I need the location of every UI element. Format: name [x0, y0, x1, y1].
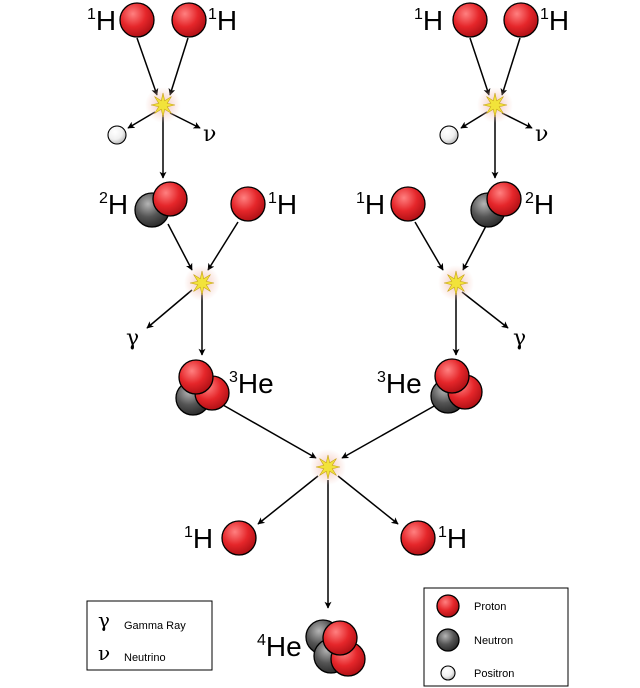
- legend-positron-label: Positron: [474, 668, 514, 680]
- proton: [503, 2, 539, 38]
- legend-positron-swatch: [440, 665, 456, 681]
- label-h1: 1H: [208, 5, 237, 36]
- gamma-symbol: γ: [513, 326, 526, 351]
- arrow-he3-left-to-fusion-5: [222, 404, 317, 459]
- label-h1: 1H: [414, 5, 443, 36]
- arrow-h1-to-fusion-4: [414, 221, 444, 271]
- proton: [322, 620, 358, 656]
- proton: [119, 2, 155, 38]
- neutrino-symbol: ν: [535, 122, 548, 147]
- fusion-flash: [438, 265, 474, 301]
- arrow-h1-to-fusion-2b: [500, 37, 521, 96]
- arrow-gamma-out-right: [461, 291, 509, 329]
- arrow-deuterium-to-fusion-4: [462, 223, 488, 271]
- arrow-deuterium-to-fusion-3: [167, 223, 193, 271]
- arrow-gamma-out-left: [146, 289, 193, 329]
- proton: [178, 359, 214, 395]
- reaction-arrows: [127, 37, 533, 609]
- label-h1: 1H: [184, 523, 213, 554]
- legend-neutrino-symbol: ν: [98, 641, 110, 665]
- legend-gamma-label: Gamma Ray: [124, 620, 186, 632]
- arrow-h1-out-right: [337, 475, 399, 525]
- arrow-he3-right-to-fusion-5: [341, 404, 437, 459]
- legend-proton-label: Proton: [474, 601, 506, 613]
- proton: [390, 186, 426, 222]
- arrow-h1-to-fusion-2: [469, 37, 491, 96]
- label-he3: 3He: [377, 368, 422, 399]
- proton: [221, 520, 257, 556]
- proton: [486, 181, 522, 217]
- legend-symbols-box: [86, 600, 213, 671]
- particles: [107, 2, 539, 677]
- legend-neutron-swatch: [436, 628, 460, 652]
- legend-symbols: γ Gamma Ray ν Neutrino: [86, 600, 213, 671]
- proton: [434, 358, 470, 394]
- positron: [107, 125, 127, 145]
- fusion-flash: [145, 87, 181, 123]
- label-h2: 2H: [525, 189, 554, 220]
- arrow-h1-out-left: [257, 475, 319, 525]
- label-h1: 1H: [356, 189, 385, 220]
- label-h1: 1H: [540, 5, 569, 36]
- proton: [152, 181, 188, 217]
- fusion-flash: [477, 87, 513, 123]
- legend-gamma-symbol: γ: [98, 608, 110, 632]
- label-he3: 3He: [229, 368, 274, 399]
- proton: [452, 2, 488, 38]
- legend-particles: Proton Neutron Positron: [423, 587, 569, 687]
- label-h1: 1H: [268, 189, 297, 220]
- proton: [171, 2, 207, 38]
- proton: [400, 520, 436, 556]
- legend-neutron-label: Neutron: [474, 635, 513, 647]
- legend-proton-swatch: [436, 594, 460, 618]
- label-he4: 4He: [257, 631, 302, 662]
- legend-neutrino-label: Neutrino: [124, 652, 166, 664]
- gamma-symbol: γ: [126, 326, 139, 351]
- fusion-flash: [310, 449, 346, 485]
- label-h2: 2H: [99, 189, 128, 220]
- label-h1: 1H: [87, 5, 116, 36]
- label-h1: 1H: [438, 523, 467, 554]
- arrow-h1-to-fusion-1: [136, 37, 159, 96]
- positron: [439, 125, 459, 145]
- proton: [230, 186, 266, 222]
- arrow-h1-to-fusion-3: [207, 221, 239, 271]
- isotope-labels: 1H 1H 1H 1H ν ν 2H 1H 1H 2H γ γ 3He 3He …: [87, 5, 569, 662]
- fusion-flashes: [145, 87, 513, 485]
- arrow-h1-to-fusion-1b: [168, 37, 189, 96]
- fusion-flash: [184, 265, 220, 301]
- neutrino-symbol: ν: [203, 122, 216, 147]
